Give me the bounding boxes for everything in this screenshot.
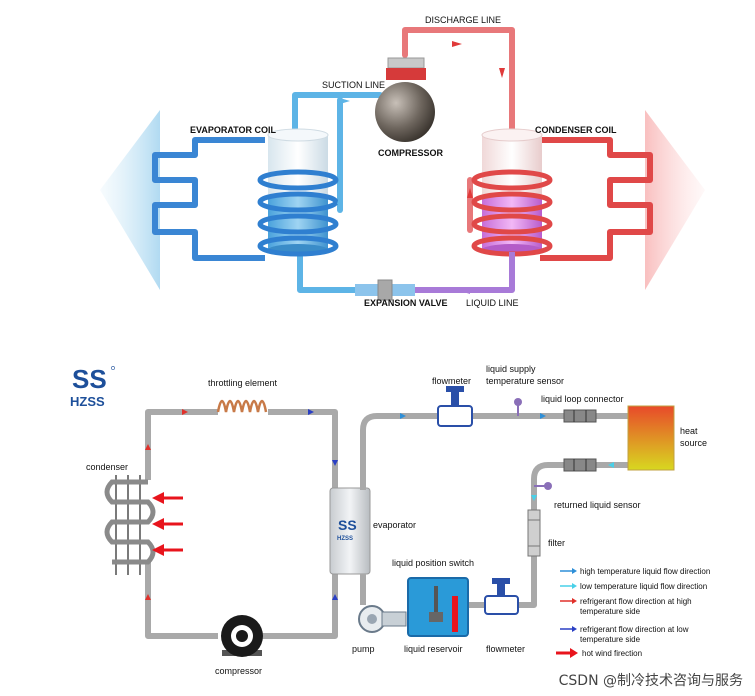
flow-arrows-top bbox=[337, 41, 505, 294]
liquid-loop-connector-bottom bbox=[563, 458, 597, 472]
label-returned-liquid-sensor: returned liquid sensor bbox=[554, 500, 641, 510]
legend: high temperature liquid flow direction l… bbox=[556, 567, 710, 658]
liquid-line-pipe bbox=[415, 252, 515, 293]
bottom-liquid-cooling-system: SS HZSS bbox=[70, 364, 710, 676]
label-heat-source-1: heat bbox=[680, 426, 698, 436]
label-evaporator-coil: EVAPORATOR COIL bbox=[190, 125, 277, 135]
legend-item-refrigerant-low: refrigerant flow direction at low temper… bbox=[560, 625, 689, 644]
label-throttling-element: throttling element bbox=[208, 378, 278, 388]
compressor-bottom bbox=[221, 615, 263, 657]
label-filter: filter bbox=[548, 538, 565, 548]
label-condenser-coil: CONDENSER COIL bbox=[535, 125, 617, 135]
label-liquid-loop-connector: liquid loop connector bbox=[541, 394, 624, 404]
heat-source-block bbox=[627, 405, 675, 471]
top-refrigeration-cycle: DISCHARGE LINE SUCTION LINE COMPRESSOR E… bbox=[100, 15, 705, 308]
legend-text-0: high temperature liquid flow direction bbox=[580, 567, 710, 576]
logo-text: HZSS bbox=[70, 394, 105, 409]
condenser-serpentine bbox=[540, 137, 653, 261]
flowmeter-top bbox=[437, 386, 473, 427]
watermark: CSDN @制冷技术咨询与服务 bbox=[558, 673, 743, 689]
svg-text:HZSS: HZSS bbox=[337, 536, 353, 542]
cold-pipes bbox=[292, 92, 383, 293]
legend-text-2: refrigerant flow direction at high bbox=[580, 597, 692, 606]
liquid-reservoir-tank bbox=[407, 577, 469, 637]
expansion-valve bbox=[355, 279, 415, 301]
label-liquid-line: LIQUID LINE bbox=[466, 298, 519, 308]
label-pump: pump bbox=[352, 644, 375, 654]
legend-text-3: refrigerant flow direction at low bbox=[580, 625, 689, 634]
evaporator-coil-wraps bbox=[257, 169, 339, 257]
logo-mark: SS bbox=[72, 364, 107, 394]
compressor-unit bbox=[375, 57, 435, 142]
label-compressor-bottom: compressor bbox=[215, 666, 262, 676]
label-liquid-reservoir: liquid reservoir bbox=[404, 644, 463, 654]
legend-text-3b: temperature side bbox=[580, 635, 641, 644]
legend-text-2b: temperature side bbox=[580, 607, 641, 616]
legend-text-4: hot wind firection bbox=[582, 649, 642, 658]
legend-item-high-temp-liquid: high temperature liquid flow direction bbox=[560, 567, 710, 576]
hot-air-arrow bbox=[645, 110, 705, 290]
label-discharge-line: DISCHARGE LINE bbox=[425, 15, 501, 25]
label-liquid-position-switch: liquid position switch bbox=[392, 558, 474, 568]
hot-wind-arrows bbox=[152, 492, 183, 556]
label-heat-source-2: source bbox=[680, 438, 707, 448]
label-flowmeter-bottom: flowmeter bbox=[486, 644, 525, 654]
legend-item-low-temp-liquid: low temperature liquid flow direction bbox=[560, 582, 707, 591]
label-condenser: condenser bbox=[86, 462, 128, 472]
liquid-loop-connector-top bbox=[563, 409, 597, 423]
pump-unit bbox=[358, 605, 407, 633]
throttling-element-coil bbox=[216, 399, 268, 413]
legend-item-hot-wind: hot wind firection bbox=[556, 648, 642, 658]
liquid-loop-pipes bbox=[360, 413, 628, 608]
flow-ticks-bottom bbox=[145, 409, 614, 600]
label-liquid-supply-1: liquid supply bbox=[486, 364, 536, 374]
hzss-logo: SS HZSS bbox=[70, 364, 115, 409]
flowmeter-bottom bbox=[484, 578, 519, 615]
filter-unit bbox=[527, 509, 541, 557]
evaporator-plate: SS HZSS bbox=[329, 487, 371, 575]
label-flowmeter-top: flowmeter bbox=[432, 376, 471, 386]
returned-liquid-sensor bbox=[534, 482, 552, 490]
label-expansion-valve: EXPANSION VALVE bbox=[364, 298, 448, 308]
legend-text-1: low temperature liquid flow direction bbox=[580, 582, 707, 591]
label-suction-line: SUCTION LINE bbox=[322, 80, 385, 90]
condenser-coil-bottom bbox=[104, 475, 156, 575]
label-evaporator: evaporator bbox=[373, 520, 416, 530]
evaporator-serpentine bbox=[152, 137, 265, 261]
legend-item-refrigerant-high: refrigerant flow direction at high tempe… bbox=[560, 597, 692, 616]
liquid-supply-temperature-sensor bbox=[514, 398, 522, 416]
cold-air-arrow bbox=[100, 110, 160, 290]
label-compressor-top: COMPRESSOR bbox=[378, 148, 444, 158]
label-liquid-supply-2: temperature sensor bbox=[486, 376, 564, 386]
svg-text:SS: SS bbox=[338, 517, 357, 533]
